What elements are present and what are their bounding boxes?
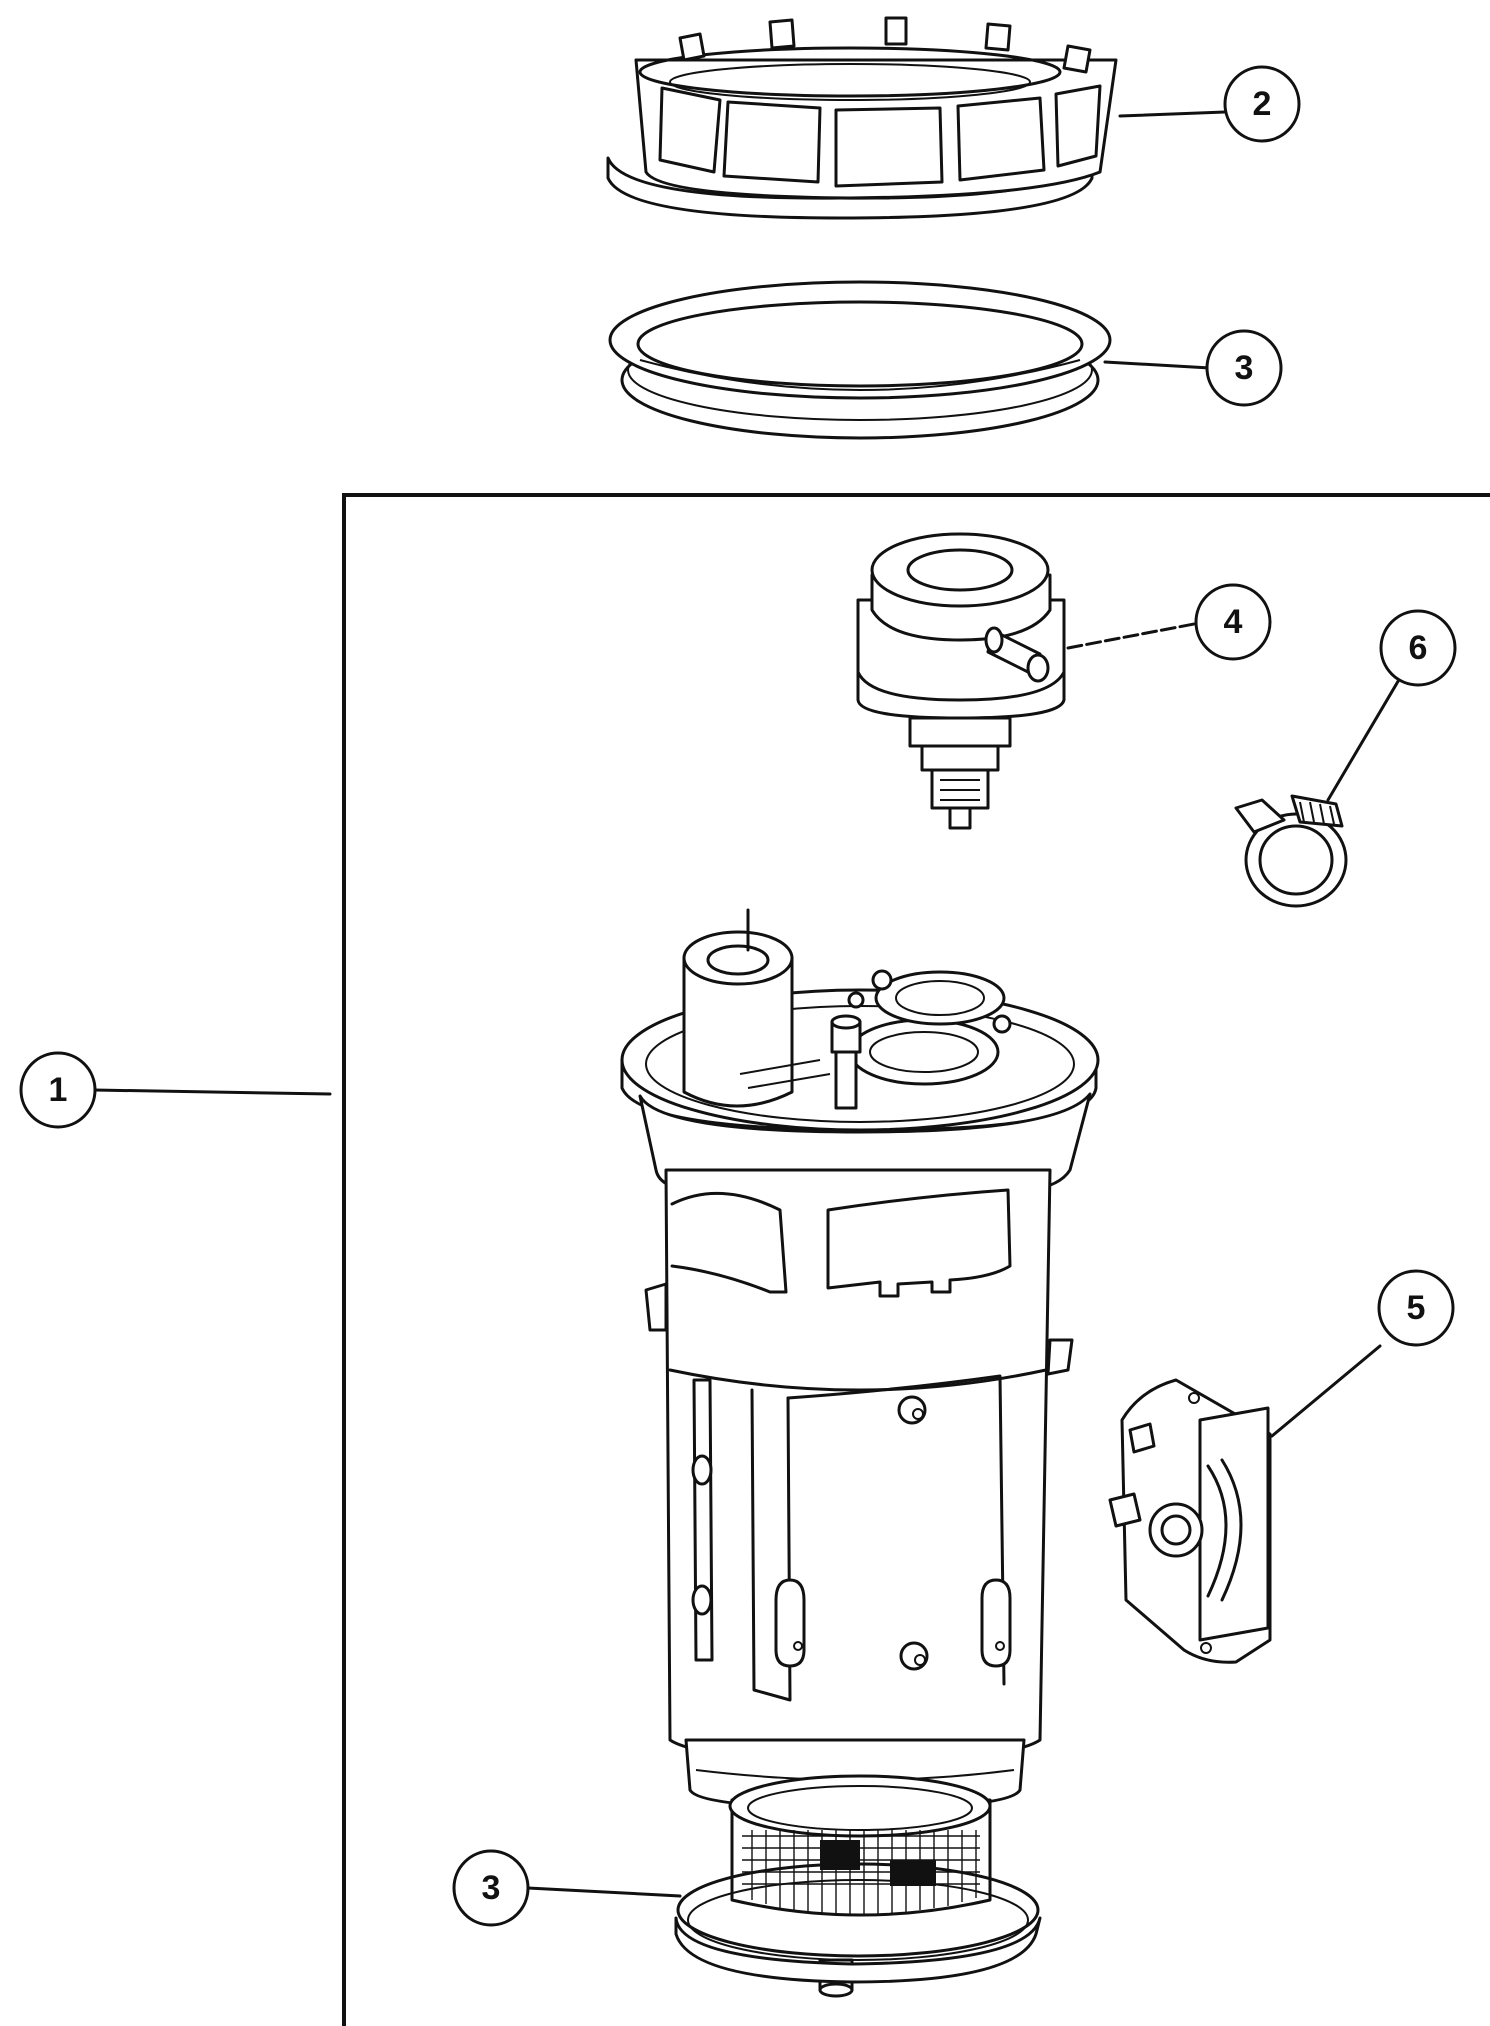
callout-6: 6 [1379,609,1457,687]
hose-clamp [1234,794,1348,908]
svg-text:3: 3 [1235,349,1254,387]
callout-1: 1 [19,1051,97,1129]
pressure-regulator [856,532,1066,830]
level-sensor [1108,1378,1272,1664]
leader-line-4 [1066,622,1196,650]
leader-line-6 [1326,676,1402,802]
callout-5: 5 [1377,1269,1455,1347]
seal-bottom [674,1862,1042,1984]
lock-ring [606,16,1118,220]
callout-4: 4 [1194,583,1272,661]
leader-line-1 [92,1088,332,1096]
leader-line-3-top [1103,360,1212,370]
callout-3-bottom: 3 [452,1849,530,1927]
svg-text:6: 6 [1409,629,1428,667]
svg-text:5: 5 [1407,1289,1426,1327]
svg-text:1: 1 [49,1071,68,1109]
pump-module-body [620,908,1100,1998]
leader-line-2 [1118,110,1227,118]
assembly-bracket [342,493,1490,2026]
svg-text:2: 2 [1253,85,1272,123]
leader-line-3-bottom [526,1886,682,1898]
callout-3-top: 3 [1205,329,1283,407]
seal-top [608,280,1112,440]
callout-2: 2 [1223,65,1301,143]
svg-text:3: 3 [482,1869,501,1907]
leader-line-5 [1270,1344,1382,1438]
svg-text:4: 4 [1224,603,1243,641]
